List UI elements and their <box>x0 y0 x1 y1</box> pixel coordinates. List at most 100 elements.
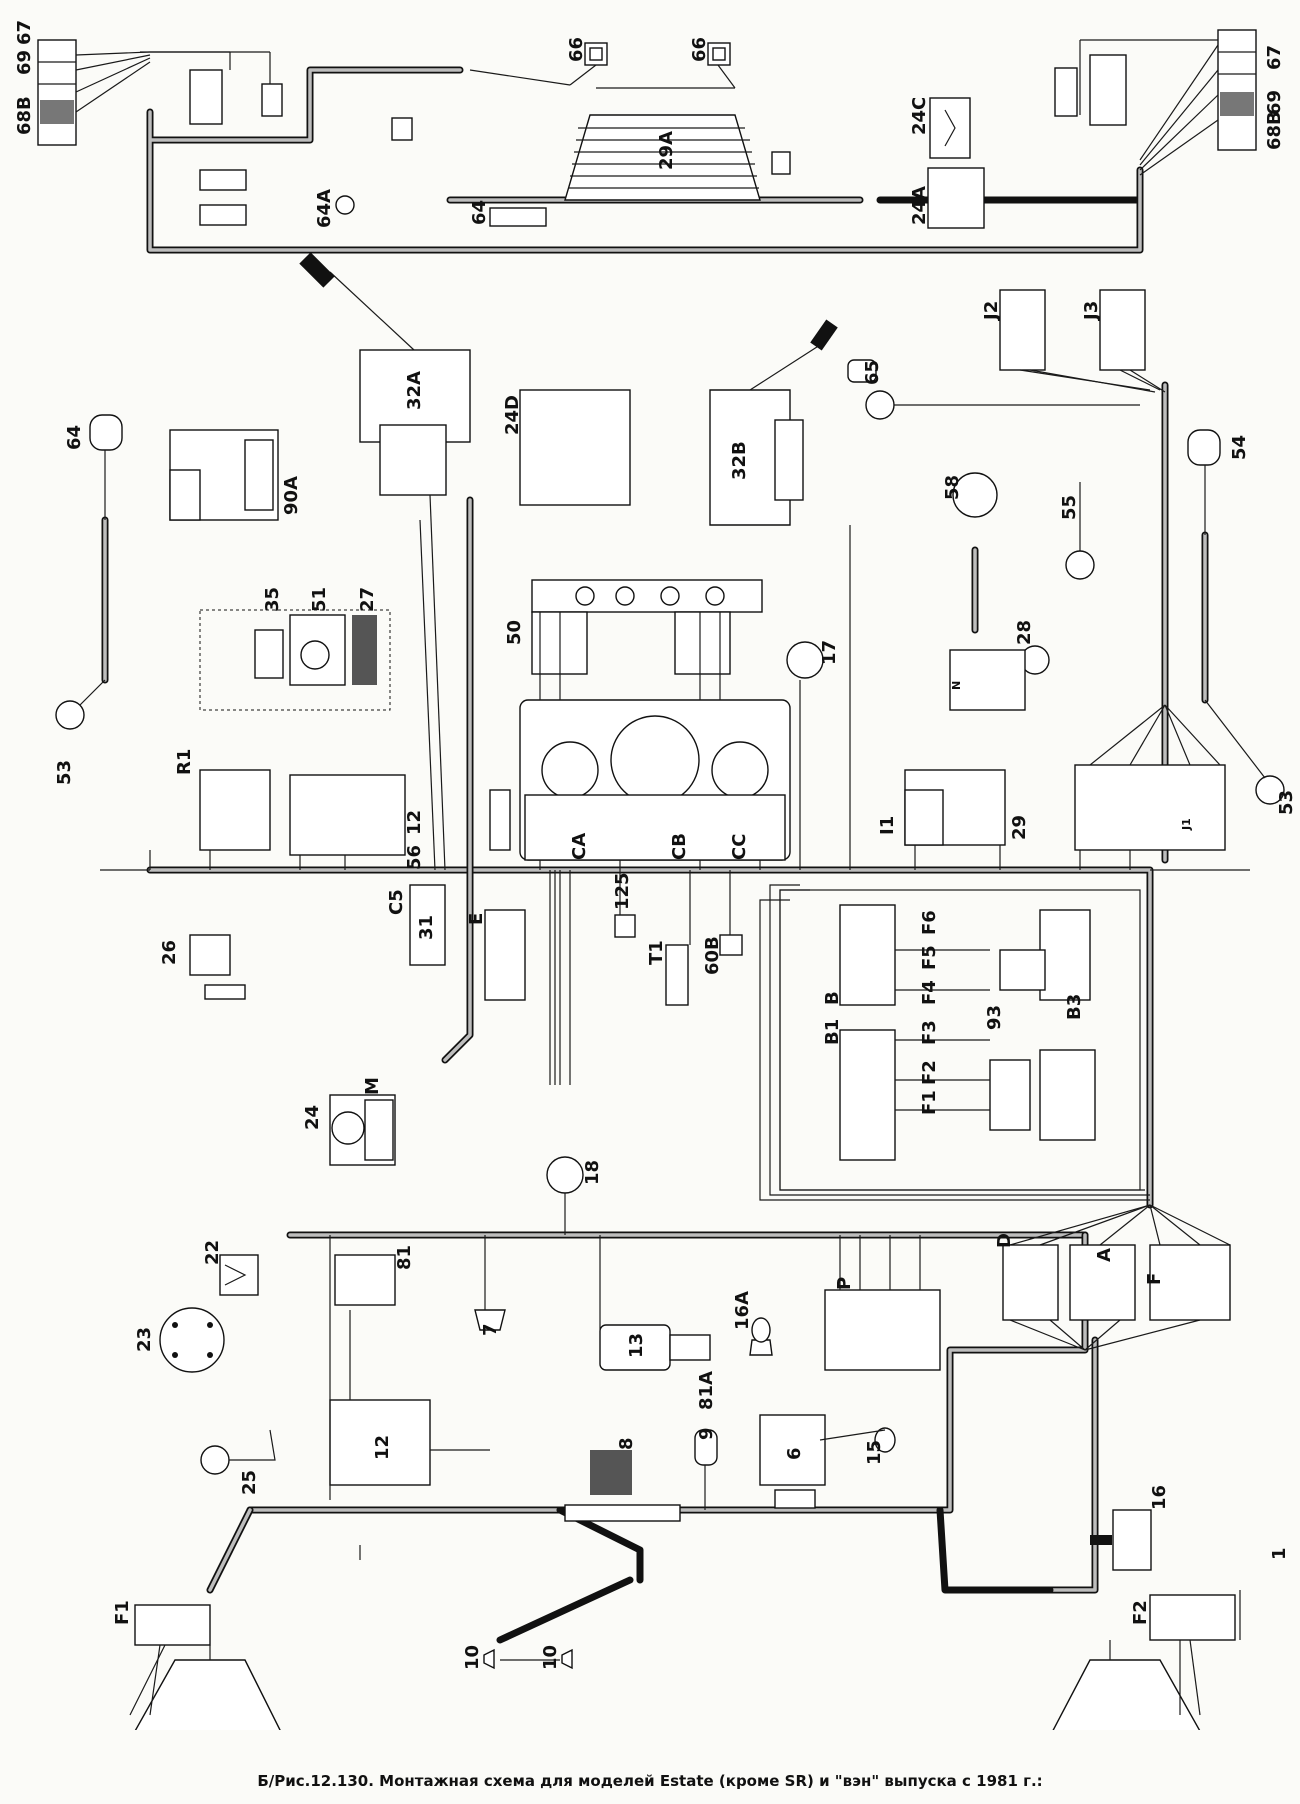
main-harness-horizontal <box>146 866 1154 1209</box>
connector-12-upper <box>289 774 406 856</box>
label-66b: 66 <box>689 37 710 62</box>
label-29: 29 <box>1009 815 1030 840</box>
label-32b: 32B <box>729 441 750 480</box>
label-d: D <box>994 1233 1015 1248</box>
label-24: 24 <box>302 1105 323 1130</box>
component-6 <box>759 1414 826 1509</box>
connector-24d <box>519 389 631 506</box>
label-b3: B3 <box>1064 994 1085 1020</box>
gauge-53-left <box>55 700 85 730</box>
label-55: 55 <box>1059 495 1080 520</box>
number-plate-lamp-left <box>469 42 608 86</box>
label-24c: 24C <box>909 97 930 135</box>
label-f1-fuse: F1 <box>919 1090 940 1115</box>
label-67-tr: 67 <box>1264 45 1285 70</box>
label-b: B <box>822 991 843 1005</box>
label-31: 31 <box>416 915 437 940</box>
lamp-16a <box>749 1317 773 1356</box>
sender-70 <box>1065 550 1095 580</box>
label-22: 22 <box>202 1240 223 1265</box>
engine-misc-wires <box>329 1193 921 1560</box>
label-64: 64 <box>469 200 490 225</box>
connector-81 <box>334 1254 396 1306</box>
label-16a: 16A <box>732 1291 753 1330</box>
label-27: 27 <box>357 587 378 612</box>
label-10b: 10 <box>540 1645 561 1670</box>
switch-18 <box>546 1156 584 1194</box>
connector-i1 <box>904 789 944 846</box>
label-24d: 24D <box>502 395 523 435</box>
connector-f1-lower <box>134 1604 211 1646</box>
connector-107 <box>771 151 791 175</box>
component-16 <box>1090 1509 1152 1571</box>
connector-p <box>824 1289 941 1371</box>
connector-j1 <box>1074 764 1226 851</box>
sensor-9 <box>694 1429 718 1466</box>
label-n: N <box>950 681 963 690</box>
upper-to-main-drops <box>149 494 1221 871</box>
label-28: 28 <box>1014 620 1035 645</box>
wiring-diagram: 68B 69 67 66 66 29A 24C 24A 64A 64 69 67… <box>14 20 1297 1730</box>
label-b1: B1 <box>822 1019 843 1045</box>
fusebox-left-feeds <box>759 884 1150 1201</box>
label-f: F <box>1144 1273 1165 1285</box>
label-56: 56 <box>404 845 425 870</box>
connector-t1 <box>665 944 689 1006</box>
label-c5: C5 <box>386 889 407 915</box>
gauge-17 <box>786 641 824 679</box>
connector-58 <box>952 472 998 634</box>
blower-motor-26 <box>189 934 231 976</box>
connector-e <box>484 909 526 1001</box>
label-64-left: 64 <box>64 425 85 450</box>
label-cb: CB <box>669 833 690 860</box>
cluster-feed-wires <box>539 612 721 700</box>
label-1-side: 1 <box>1269 1547 1290 1560</box>
starter-13 <box>599 1324 711 1371</box>
label-17: 17 <box>819 640 840 665</box>
label-8: 8 <box>616 1437 637 1450</box>
label-67-top: 67 <box>14 20 35 45</box>
figure-caption: Б/Рис.12.130. Монтажная схема для моделе… <box>257 1772 1043 1790</box>
label-54: 54 <box>1229 435 1250 460</box>
label-f1-conn: F1 <box>112 1600 133 1625</box>
label-12-upper: 12 <box>404 810 425 835</box>
label-f2-conn: F2 <box>1130 1600 1151 1625</box>
label-68b-top: 68B <box>14 96 35 135</box>
headlamp-left <box>129 1644 281 1730</box>
rear-lamp-cluster-left <box>37 39 77 146</box>
rear-wiper-switch <box>927 167 985 229</box>
label-j1: J1 <box>1180 818 1193 831</box>
sender-15 <box>874 1427 896 1453</box>
warning-lamps-50 <box>531 579 763 675</box>
main-harness-vertical <box>441 496 474 1064</box>
rear-lamp-wires-right <box>1079 39 1219 176</box>
label-f3: F3 <box>919 1020 940 1045</box>
label-16: 16 <box>1149 1485 1170 1510</box>
j-connector-wires <box>1019 369 1166 393</box>
label-51: 51 <box>309 587 330 612</box>
label-18: 18 <box>582 1160 603 1185</box>
label-81: 81 <box>394 1245 415 1270</box>
rear-wiper-motor <box>929 97 971 159</box>
label-m: M <box>362 1077 383 1095</box>
connector-60b <box>719 934 743 956</box>
label-69-top: 69 <box>14 50 35 75</box>
label-cc: CC <box>729 834 750 860</box>
label-66a: 66 <box>566 37 587 62</box>
rear-window-heater <box>564 114 761 201</box>
rear-lamp-wires-left <box>75 51 271 113</box>
coil-22 <box>219 1254 259 1296</box>
connector-j3 <box>1099 289 1146 371</box>
label-68b-tr: 68B <box>1264 111 1285 150</box>
connector-top-left-a <box>189 69 223 125</box>
label-15: 15 <box>864 1440 885 1465</box>
label-24a: 24A <box>909 186 930 225</box>
connector-125 <box>614 914 636 938</box>
ecu-12-lower <box>329 1399 431 1486</box>
label-f4: F4 <box>919 980 940 1005</box>
label-9: 9 <box>696 1427 717 1440</box>
tailgate-switch-64a <box>335 195 355 215</box>
connector-49a <box>391 117 413 141</box>
connector-rear-b <box>199 169 247 191</box>
